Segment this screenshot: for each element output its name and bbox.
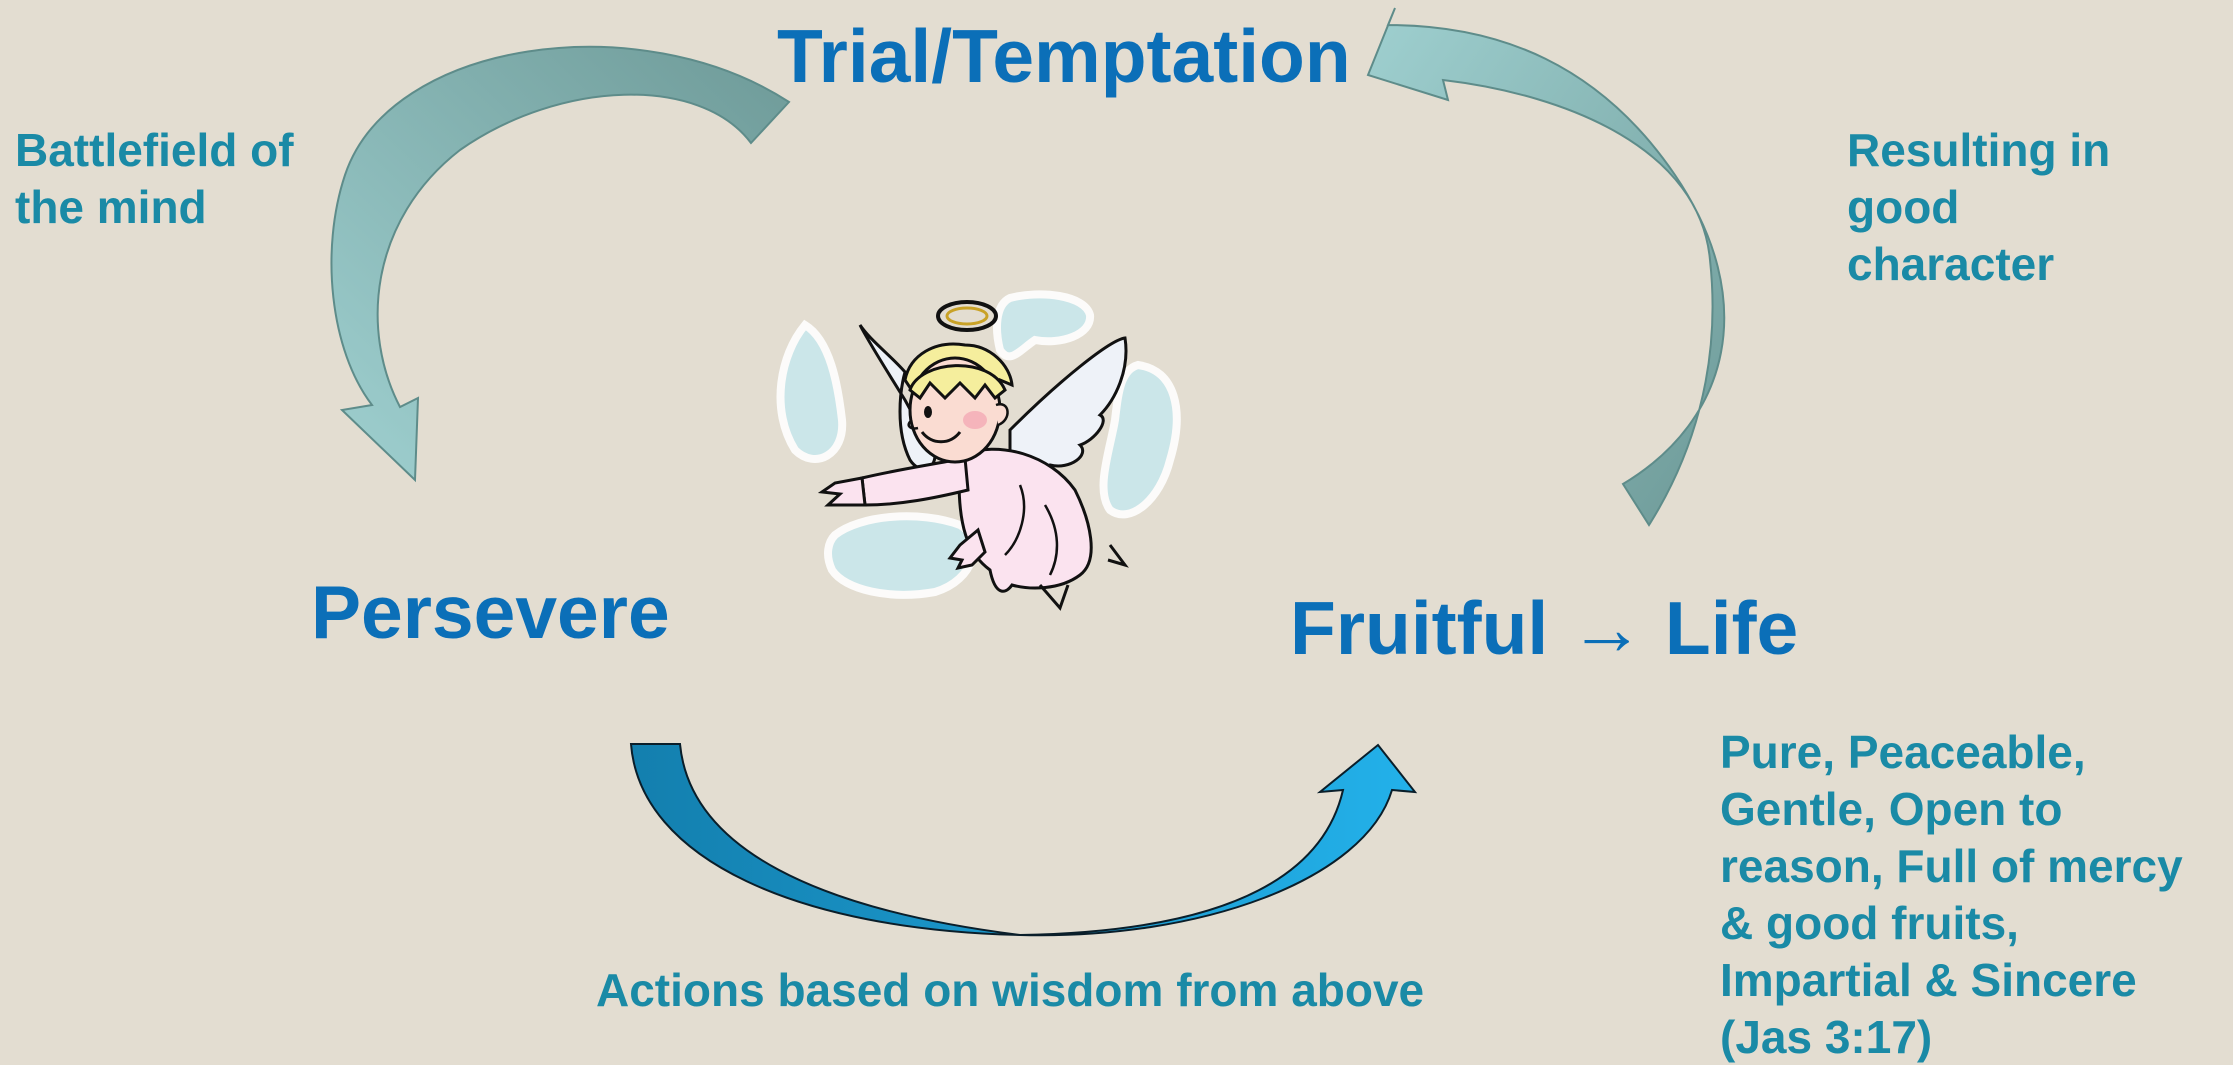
ear: [995, 402, 1009, 427]
robe-fold: [1004, 484, 1059, 576]
cloud-shape-bottom: [824, 512, 978, 599]
left-hand: [817, 476, 867, 507]
feet: [1038, 544, 1129, 611]
cloud-shape-left: [776, 319, 847, 463]
halo-inner: [945, 306, 989, 326]
caption-actions: Actions based on wisdom from above: [596, 964, 1425, 1016]
eye: [924, 406, 932, 418]
nose: [907, 418, 919, 430]
halo: [936, 300, 998, 332]
arrow-persevere-to-fruitful: [629, 743, 1418, 937]
angel-icon: [776, 290, 1181, 611]
caption-qualities: Pure, Peaceable, Gentle, Open to reason,…: [1720, 726, 2183, 1063]
caption-resulting: Resulting in good character: [1847, 124, 2111, 290]
node-trial-temptation: Trial/Temptation: [777, 14, 1351, 98]
caption-battlefield: Battlefield of the mind: [15, 124, 294, 233]
arrow-fruitful-to-trial: [1366, 7, 1726, 527]
cloud-shape-right: [1099, 360, 1181, 519]
arrow-trial-to-persevere: [330, 45, 791, 483]
right-hand: [947, 527, 987, 571]
node-persevere: Persevere: [311, 570, 670, 654]
cloud-shape-top: [993, 290, 1094, 361]
smile: [920, 430, 962, 444]
cheek: [963, 411, 987, 429]
hair-fringe: [908, 364, 1007, 401]
node-fruitful-life: Fruitful → Life: [1290, 586, 1799, 670]
